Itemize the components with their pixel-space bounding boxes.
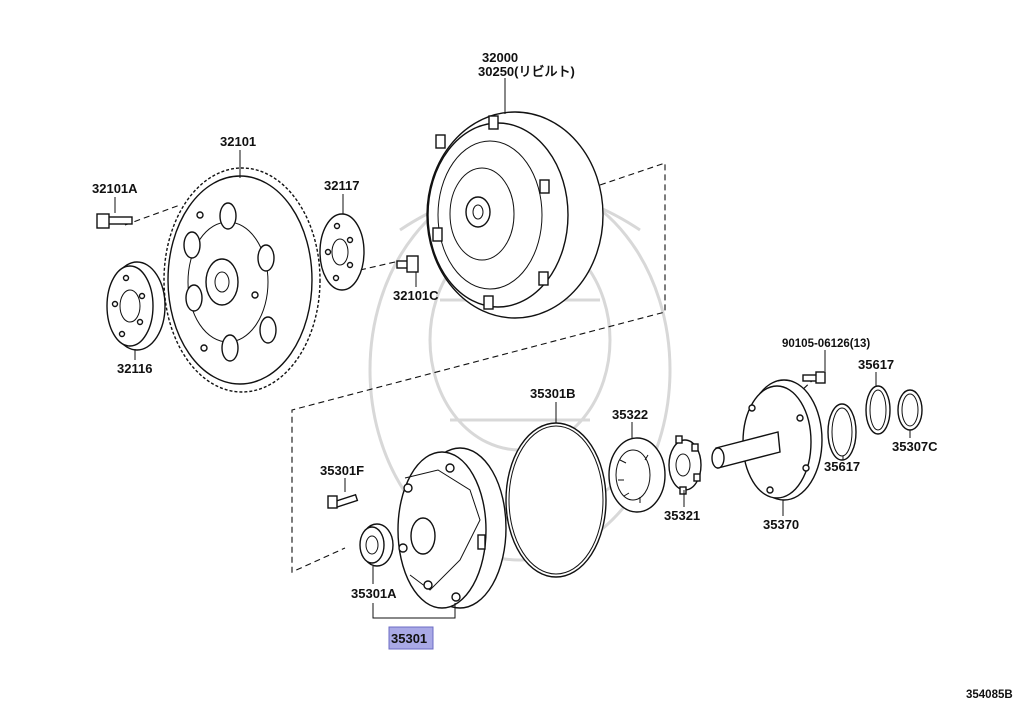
label-35617-a[interactable]: 35617 (858, 357, 894, 372)
label-35307C[interactable]: 35307C (892, 439, 938, 454)
label-32116[interactable]: 32116 (117, 361, 152, 376)
highlight-box-35301 (388, 626, 434, 650)
label-32000[interactable]: 32000 (482, 50, 518, 65)
stator-shaft-35370 (711, 379, 823, 501)
o-ring-35301B (505, 422, 607, 578)
part-labels: 32000 30250(リビルト) 32101 32101A 32117 321… (92, 50, 1013, 701)
bolt-32101C (396, 255, 419, 273)
seal-ring-35307C (897, 389, 923, 431)
label-32101[interactable]: 32101 (220, 134, 256, 149)
seal-ring-35617-b (865, 385, 891, 435)
drive-gear-35321 (668, 435, 702, 495)
label-35617-b[interactable]: 35617 (824, 459, 860, 474)
label-35301F[interactable]: 35301F (320, 463, 364, 478)
label-35370[interactable]: 35370 (763, 517, 799, 532)
label-35322[interactable]: 35322 (612, 407, 648, 422)
label-32101A[interactable]: 32101A (92, 181, 138, 196)
label-32101C[interactable]: 32101C (393, 288, 439, 303)
label-90105[interactable]: 90105-06126(13) (782, 338, 870, 350)
plate-32116 (106, 261, 166, 351)
oil-pump-body (397, 447, 507, 609)
label-30250[interactable]: 30250(リビルト) (478, 64, 575, 79)
reference-code: 354085B (966, 689, 1013, 701)
label-35301A[interactable]: 35301A (351, 586, 397, 601)
bolt-32101A (96, 213, 133, 229)
oil-seal-35301A (359, 523, 394, 567)
drive-plate (163, 167, 321, 393)
driven-gear-35322 (608, 437, 666, 513)
torque-converter (426, 111, 604, 319)
label-32117[interactable]: 32117 (324, 178, 359, 193)
label-35321[interactable]: 35321 (664, 508, 700, 523)
bolt-90105 (802, 371, 826, 384)
bolt-35301F (327, 493, 359, 509)
seal-ring-35617-a (827, 403, 857, 461)
label-35301B[interactable]: 35301B (530, 386, 576, 401)
leader-lines (114, 78, 911, 619)
label-35301-highlighted[interactable]: 35301 (391, 631, 427, 646)
spacer-32117 (319, 213, 365, 291)
